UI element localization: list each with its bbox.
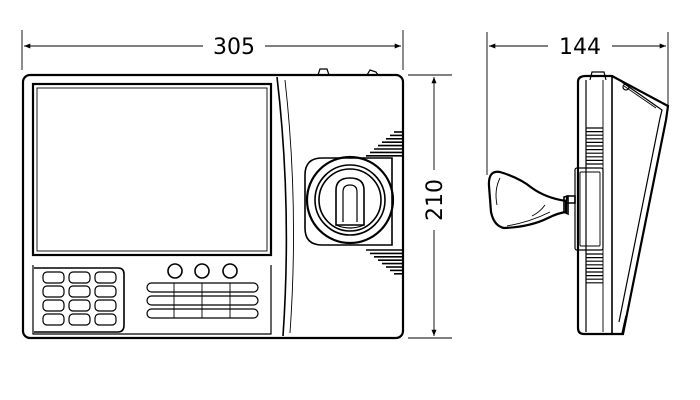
keypad-key: [94, 313, 117, 326]
vent-grille-upper: [366, 131, 402, 157]
keypad-key: [94, 271, 117, 284]
depth-dimension: 144: [486, 32, 669, 175]
keypad-key: [42, 271, 65, 284]
keypad-key: [68, 271, 91, 284]
speaker-grille: [146, 282, 259, 319]
keypad-key: [68, 299, 91, 312]
function-buttons: [167, 263, 238, 279]
width-dimension: 305: [21, 30, 404, 70]
height-dimension: 210: [408, 74, 452, 339]
height-label: 210: [423, 179, 448, 221]
function-button-1: [167, 263, 183, 279]
depth-label: 144: [559, 35, 601, 60]
function-button-3: [222, 263, 238, 279]
keypad-key: [68, 285, 91, 298]
joystick-front: [304, 155, 395, 246]
side-view: [487, 71, 670, 336]
keypad-key: [42, 299, 65, 312]
keypad-key: [42, 285, 65, 298]
front-view: [21, 68, 405, 340]
width-label: 305: [213, 35, 255, 60]
side-vent-upper: [586, 127, 603, 165]
keypad-key: [94, 299, 117, 312]
keypad: [34, 267, 125, 333]
function-button-2: [194, 263, 210, 279]
side-vent-lower: [586, 253, 603, 284]
display-screen: [31, 82, 273, 257]
keypad-key: [68, 313, 91, 326]
joystick-side: [487, 170, 576, 230]
keypad-keys: [42, 271, 117, 326]
keypad-key: [94, 285, 117, 298]
vent-grille-lower: [366, 249, 402, 275]
keypad-key: [42, 313, 65, 326]
